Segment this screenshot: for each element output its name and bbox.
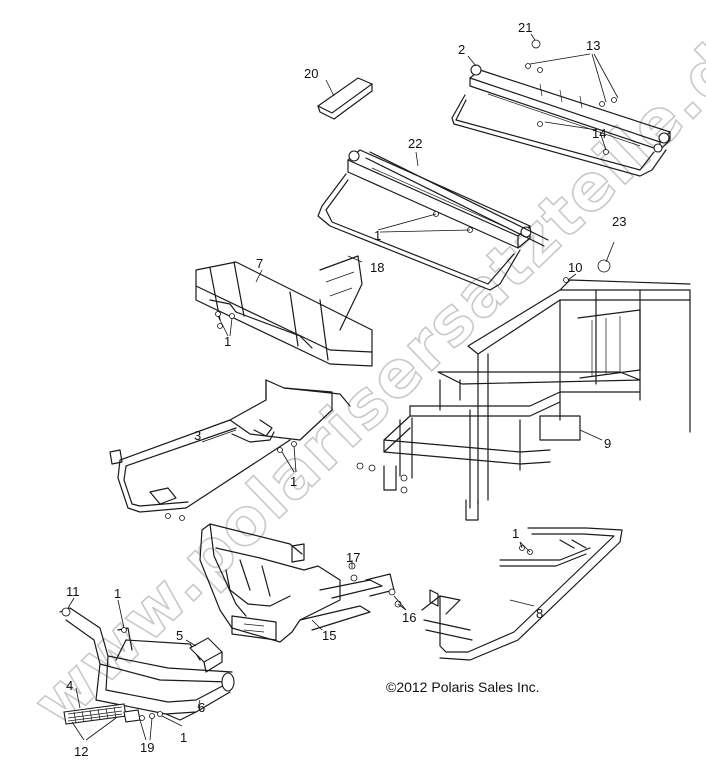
callout-15: 15 [322,628,336,643]
callout-22: 22 [408,136,422,151]
callout-20: 20 [304,66,318,81]
callout-17: 17 [346,550,360,565]
copyright-text: ©2012 Polaris Sales Inc. [386,679,540,695]
callout-1-bulkhead: 1 [224,334,231,349]
part-19-plate [123,709,141,723]
part-18-seat-frame [317,149,532,291]
part-2-upper-seat-frame [451,64,671,177]
callout-1-seat: 1 [374,228,381,243]
callout-23: 23 [612,214,626,229]
part-5-bracket [189,637,223,673]
leader-lines [67,33,619,741]
callout-1-floor: 1 [512,526,519,541]
callout-1-grille: 1 [180,730,187,745]
callout-3: 3 [194,428,201,443]
callout-18: 18 [370,260,384,275]
callout-2: 2 [458,42,465,57]
callout-5: 5 [176,628,183,643]
part-8-floor-frame [421,527,623,661]
fasteners [61,39,617,721]
callout-9: 9 [604,436,611,451]
part-3-side-frame [109,379,351,513]
callout-7: 7 [256,256,263,271]
callout-6: 6 [198,700,205,715]
callout-8: 8 [536,606,543,621]
callout-14: 14 [592,126,606,141]
callout-16: 16 [402,610,416,625]
part-9-main-frame [383,279,691,521]
part-22-rod [365,151,549,247]
callout-4: 4 [66,678,73,693]
callout-11: 11 [66,584,80,599]
part-15-front-frame [199,523,395,643]
callout-13: 13 [586,38,600,53]
callout-19: 19 [140,740,154,755]
callout-12: 12 [74,744,88,759]
callout-10: 10 [568,260,582,275]
callout-1-side: 1 [290,474,297,489]
callout-1-bumper: 1 [114,586,121,601]
callout-21: 21 [518,20,532,35]
callouts: 20 2 21 13 14 22 1 18 23 10 7 1 3 1 9 1 … [66,20,626,759]
part-20-bracket [316,77,374,120]
part-7-bulkhead [195,255,373,367]
